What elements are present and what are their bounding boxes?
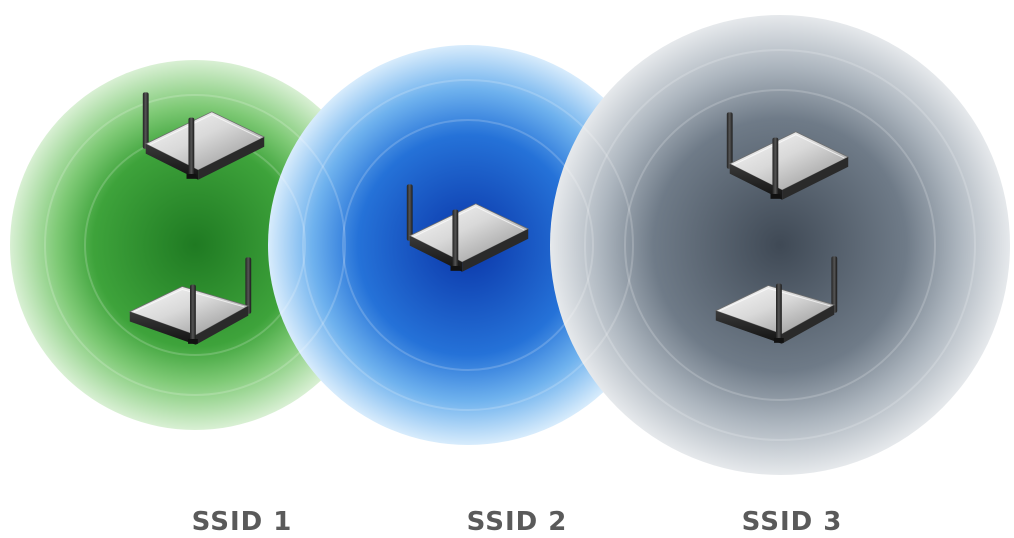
ssid-2-label: SSID 2 bbox=[467, 507, 568, 537]
ssid-3-label: SSID 3 bbox=[742, 507, 843, 537]
coverage-area-ssid-3 bbox=[550, 15, 1010, 475]
ssid-1-label: SSID 1 bbox=[192, 507, 293, 537]
coverage-area-ssid-1 bbox=[10, 60, 380, 430]
